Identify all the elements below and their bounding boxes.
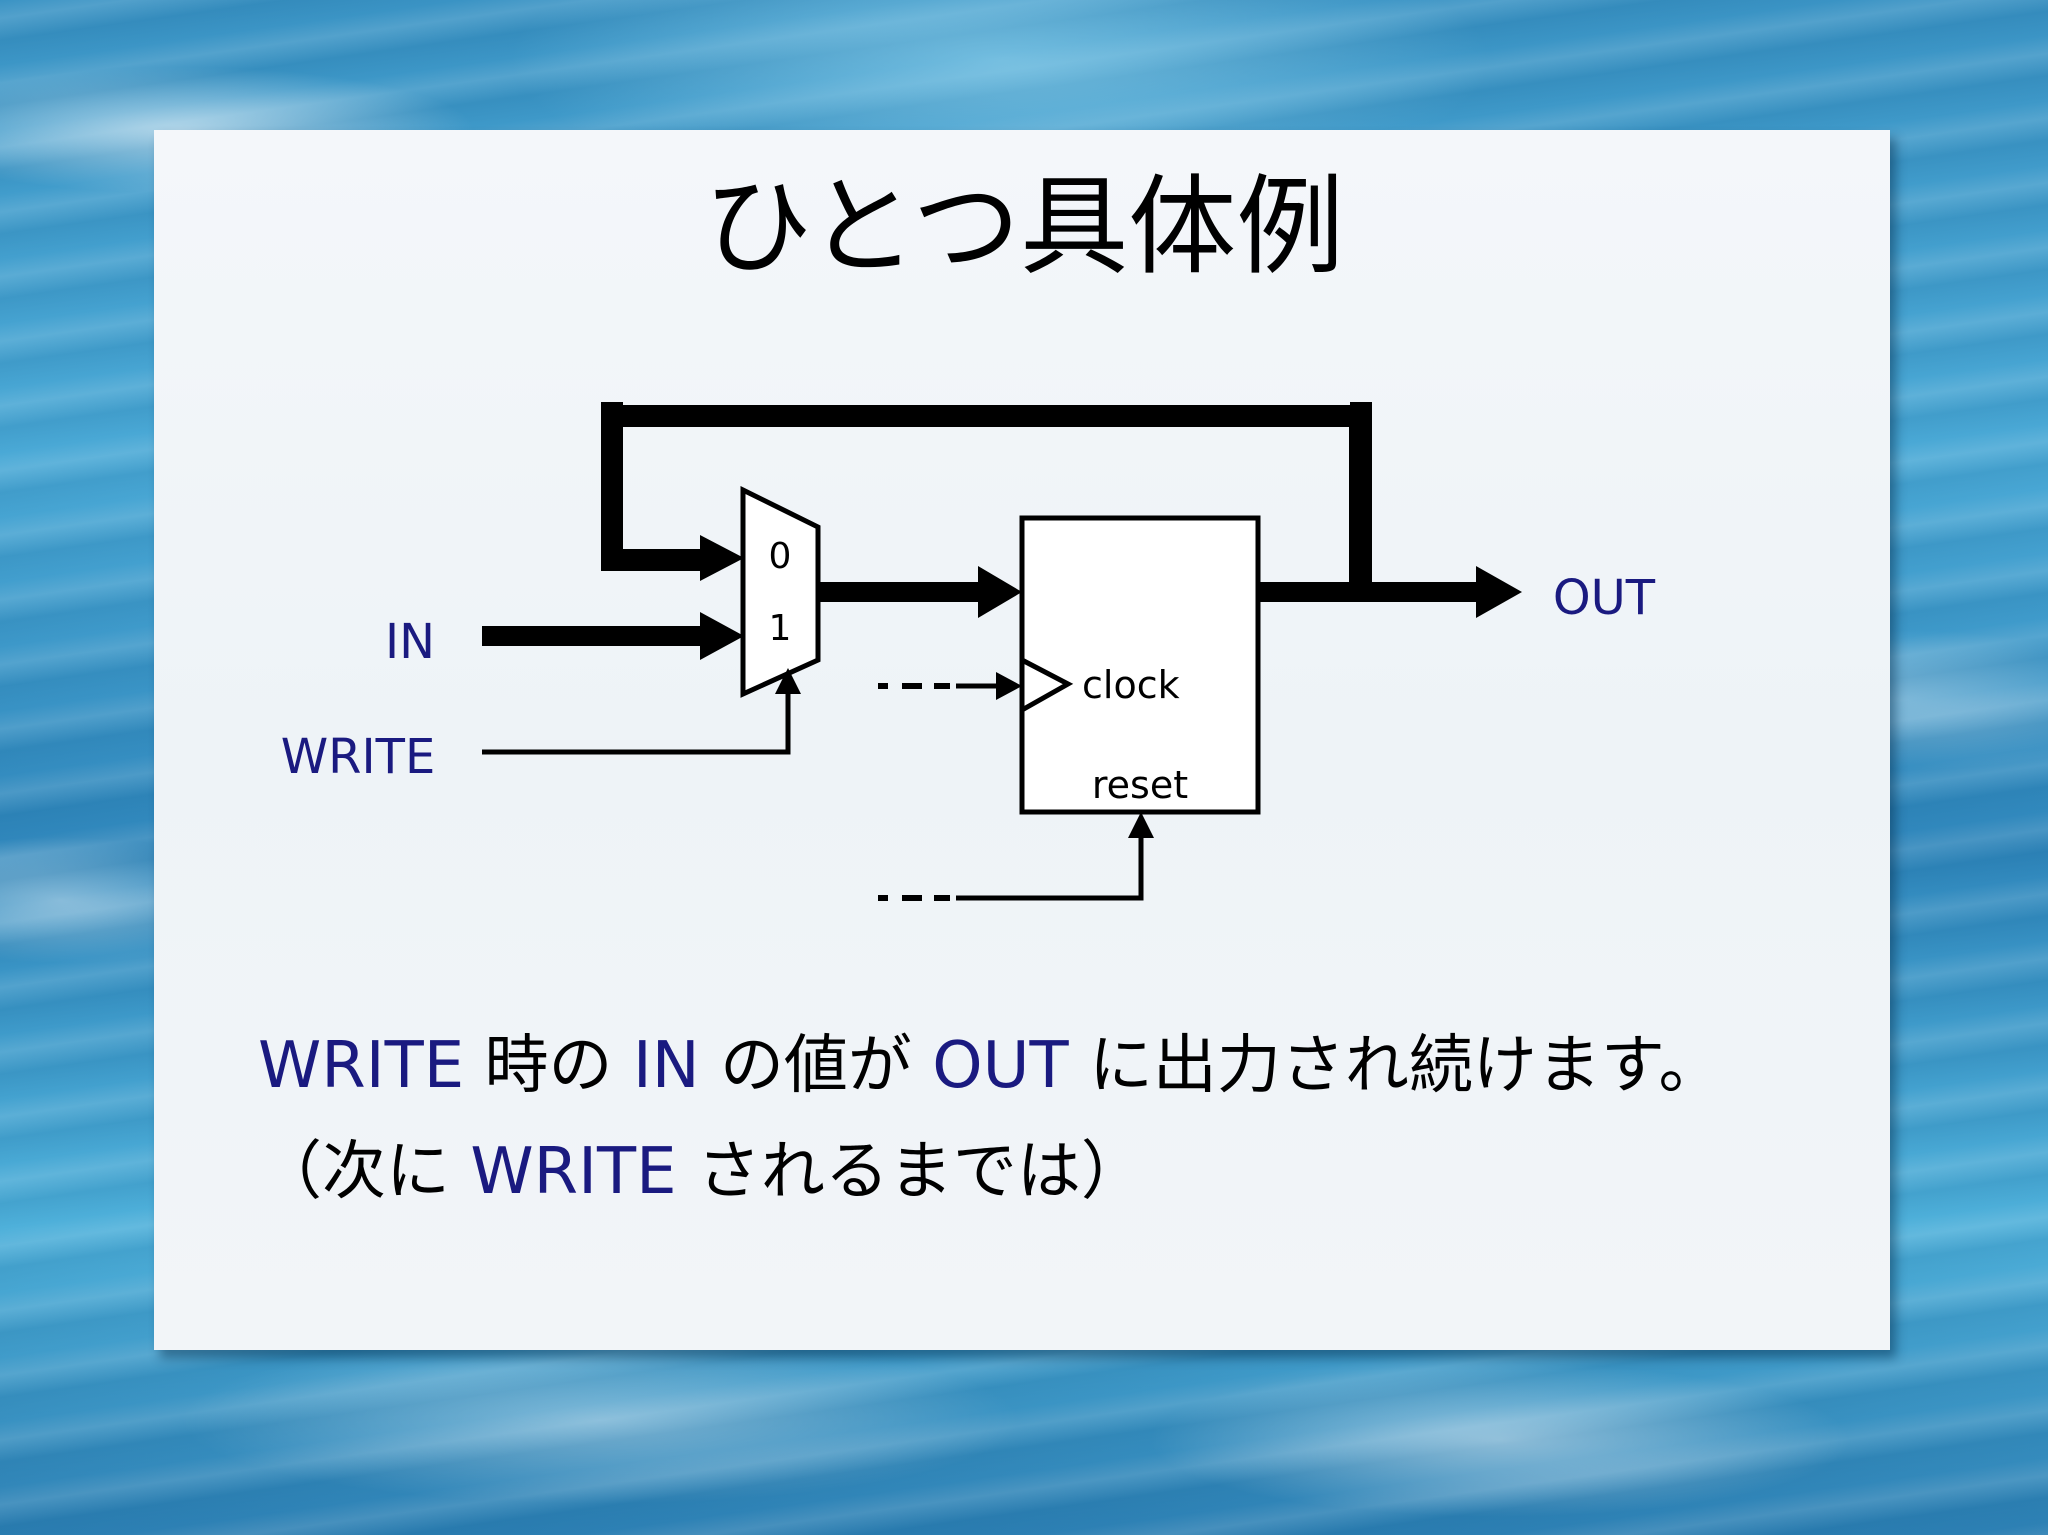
keyword-write: WRITE [470,1135,677,1209]
clock-label: clock [1082,663,1180,707]
register-block [1019,515,1261,815]
register-input-arrow [978,566,1022,618]
reset-arrow [1128,812,1154,838]
write-select-arrow [775,668,801,694]
clock-arrow [996,672,1022,700]
keyword-out: OUT [932,1029,1069,1103]
text-segment: されるまでは） [676,1135,1145,1209]
keyword-write: WRITE [258,1029,465,1103]
reset-label: reset [1092,763,1188,807]
mux-label-0: 0 [769,536,792,577]
clock-triangle-icon [1019,655,1074,715]
out-arrow [1476,566,1522,618]
text-segment: に出力され続けます。 [1068,1029,1723,1103]
reset-wire [956,832,1144,901]
text-segment: 時の [464,1029,633,1103]
text-segment: （次に [258,1135,471,1209]
description-line-2: （次に WRITE されるまでは） [258,1120,1145,1212]
text-segment: の値が [699,1029,933,1103]
write-label: WRITE [281,729,436,785]
multiplexer [740,485,821,698]
feedback-wire-left-cap [601,402,623,562]
mux-input-1-arrow [700,612,744,660]
in-label: IN [385,614,435,670]
mux-input-0-arrow [700,535,744,581]
feedback-wire-right-cap [1350,402,1372,582]
mux-label-1: 1 [769,608,792,649]
keyword-in: IN [632,1029,700,1103]
out-label: OUT [1553,570,1656,626]
write-wire [482,686,791,755]
description-line-1: WRITE 時の IN の値が OUT に出力され続けます。 [258,1014,1723,1106]
slide-title: ひとつ具体例 [703,165,1345,290]
